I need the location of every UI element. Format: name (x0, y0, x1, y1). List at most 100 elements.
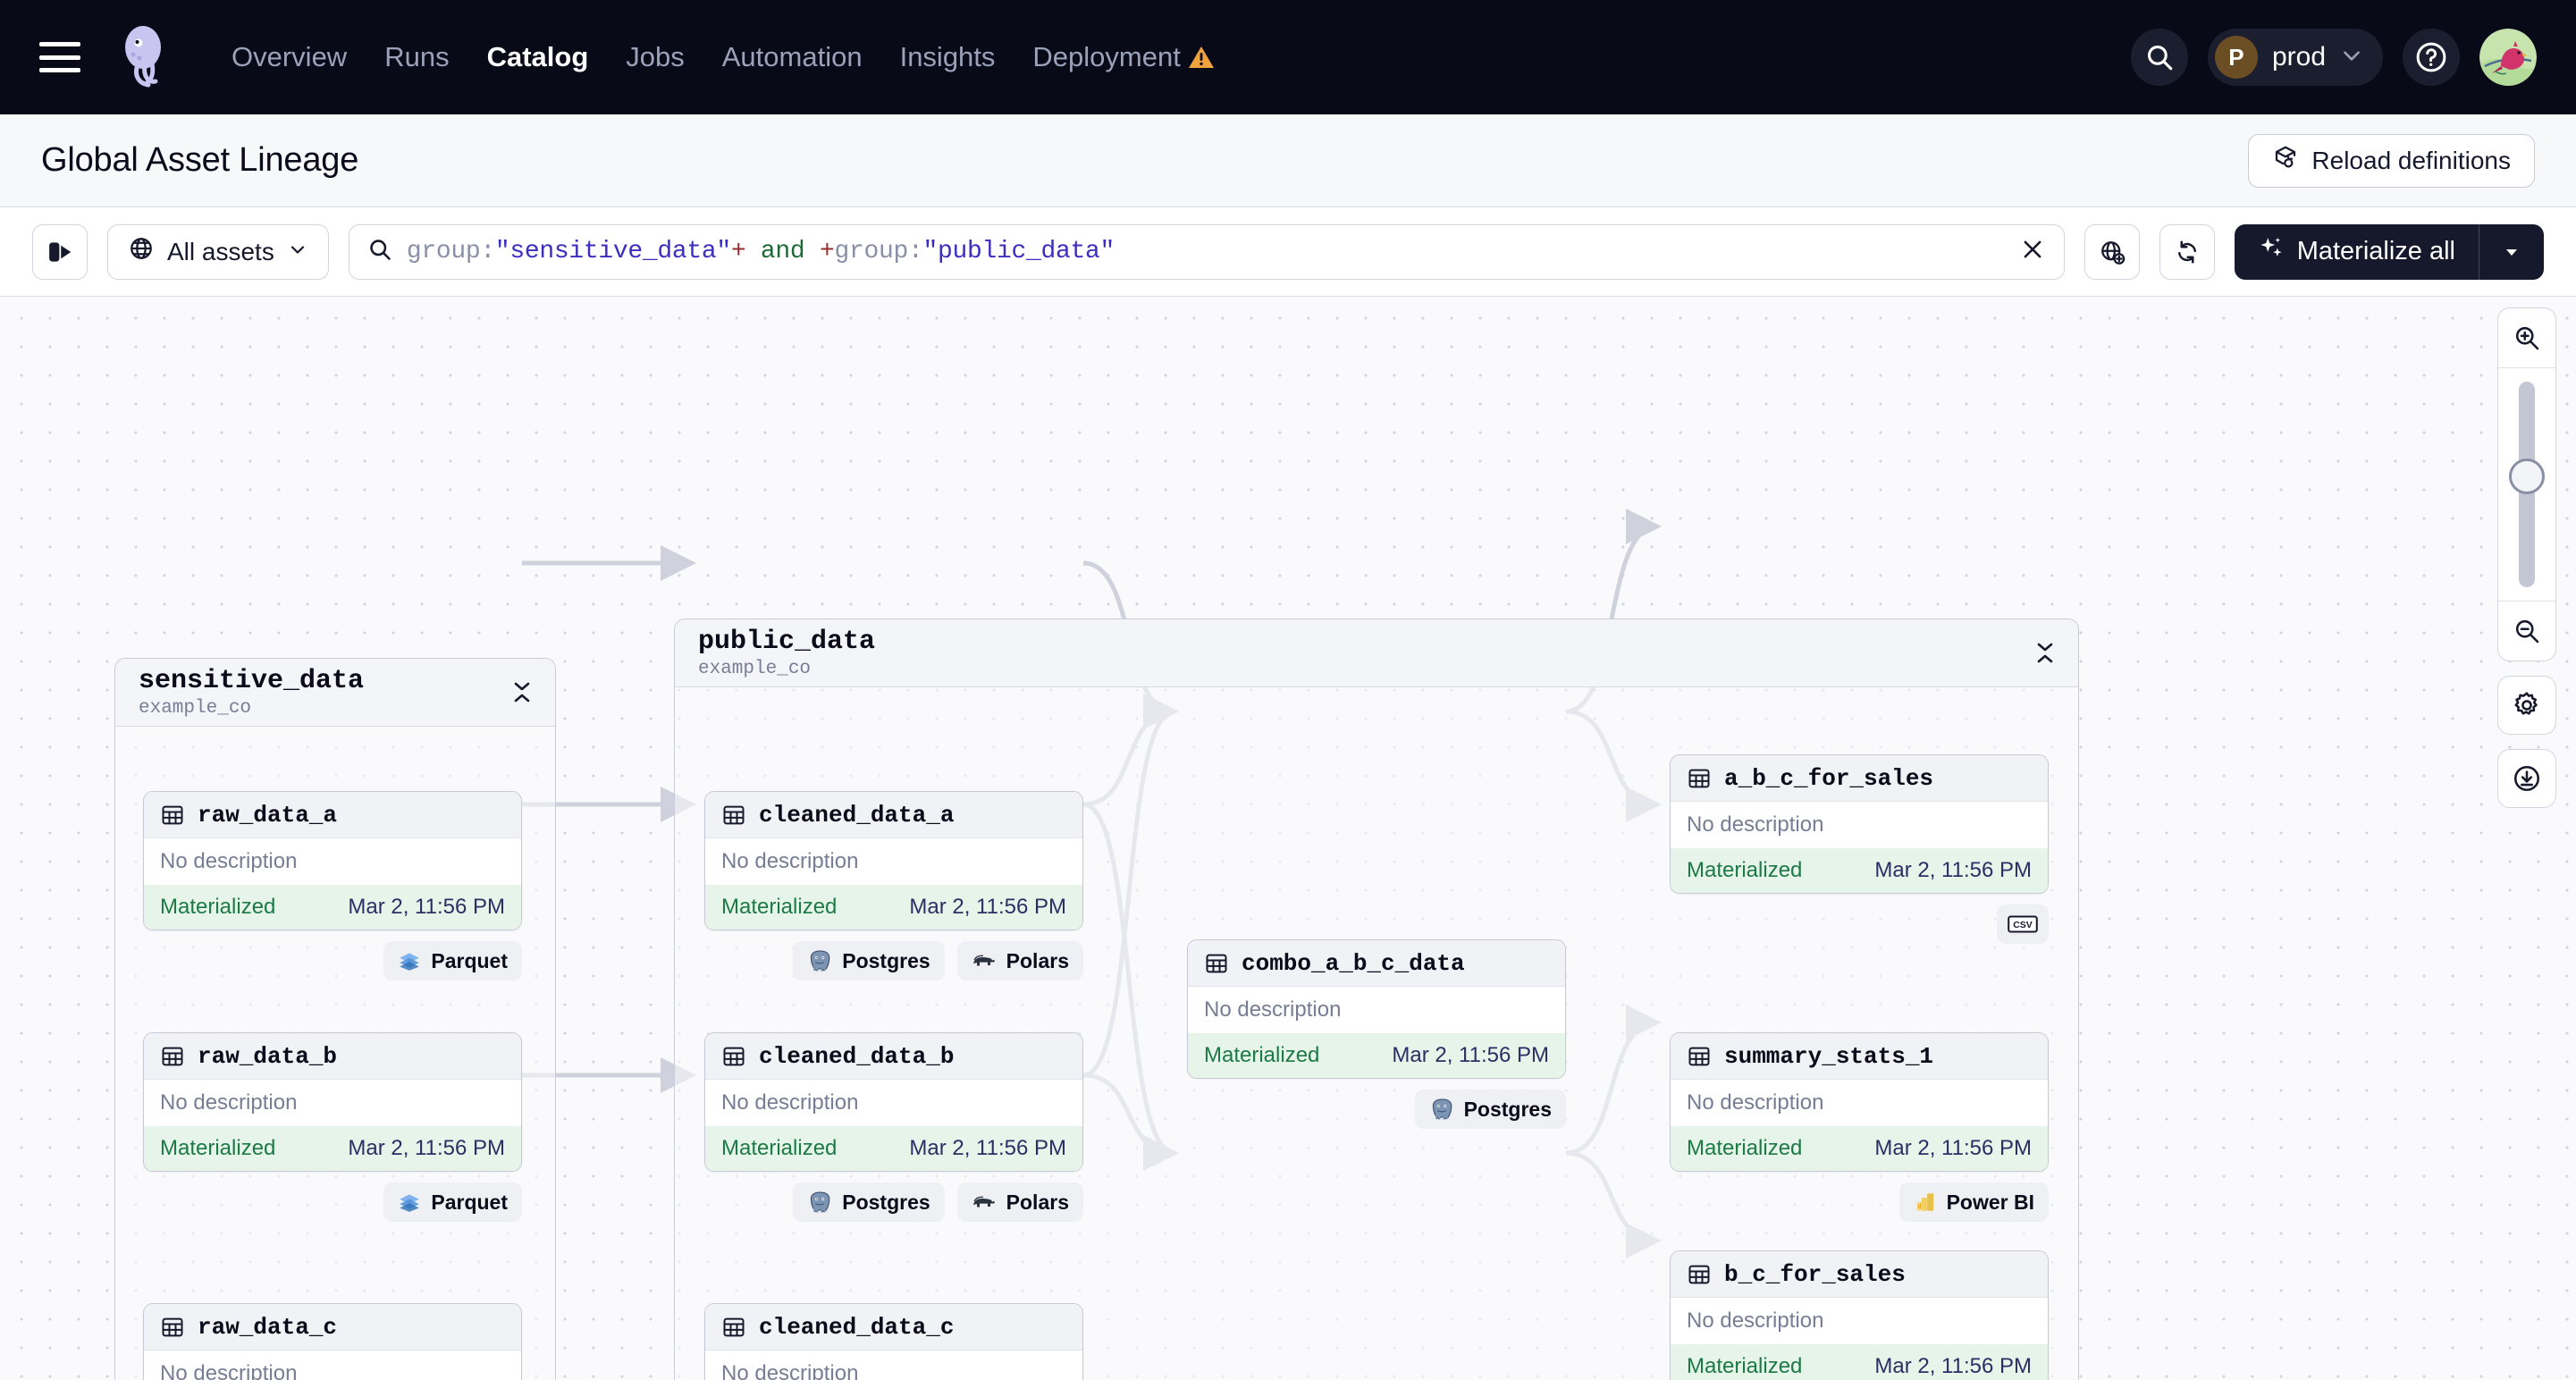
chevron-down-icon (2340, 44, 2363, 72)
asset-node-header: a_b_c_for_sales (1671, 755, 2048, 802)
badge-postgres[interactable]: Postgres (793, 941, 945, 980)
user-avatar[interactable] (2479, 29, 2537, 86)
asset-query-text: group:"sensitive_data"+ and +group:"publ… (407, 238, 1115, 265)
asset-node-name: cleaned_data_b (759, 1042, 955, 1070)
chevron-down-icon (287, 238, 308, 266)
warning-triangle-icon (1188, 45, 1215, 70)
badge-postgres[interactable]: Postgres (793, 1182, 945, 1222)
asset-scope-label: All assets (167, 237, 274, 265)
collapse-icon[interactable] (512, 681, 532, 703)
status-badge: Materialized (721, 895, 838, 919)
asset-node-header: raw_data_a (144, 792, 521, 838)
globe-plus-button[interactable] (2084, 223, 2140, 280)
clear-query-button[interactable] (2007, 236, 2046, 267)
nav-link-catalog[interactable]: Catalog (486, 41, 589, 72)
deployment-name: prod (2271, 42, 2326, 72)
asset-node-badges: Parquet (143, 1182, 522, 1222)
reload-definitions-button[interactable]: Reload definitions (2248, 133, 2535, 188)
query-token: group: (406, 238, 495, 265)
asset-node-badges: Parquet (143, 941, 522, 980)
asset-node-name: raw_data_b (198, 1042, 338, 1070)
materialize-dropdown-button[interactable] (2479, 241, 2544, 263)
nav-link-insights[interactable]: Insights (899, 41, 996, 72)
globe-icon (128, 235, 155, 268)
parquet-icon (400, 953, 420, 971)
dagster-logo-icon[interactable] (113, 24, 179, 90)
asset-node-description: No description (144, 1080, 521, 1126)
badge-parquet[interactable]: Parquet (383, 1182, 522, 1222)
status-badge: Materialized (160, 1136, 276, 1160)
collapse-icon[interactable] (2035, 642, 2055, 664)
badge-power-bi[interactable]: Power BI (1898, 1182, 2049, 1222)
zoom-slider-group (2497, 307, 2556, 661)
refresh-button[interactable] (2159, 223, 2215, 280)
badge-csv[interactable]: CSV (1997, 905, 2049, 944)
materialize-all-button[interactable]: Materialize all (2234, 223, 2544, 280)
postgres-icon (1432, 1098, 1452, 1120)
nav-link-deployment[interactable]: Deployment (1014, 41, 1233, 73)
search-icon (367, 237, 392, 266)
deployment-switcher[interactable]: P prod (2207, 29, 2383, 86)
zoom-slider-thumb[interactable] (2509, 458, 2545, 494)
csv-icon: CSV (2008, 915, 2038, 933)
zoom-out-button[interactable] (2498, 602, 2555, 661)
asset-node-description: No description (1671, 802, 2048, 848)
asset-node-description: No description (705, 1080, 1082, 1126)
asset-scope-selector[interactable]: All assets (107, 223, 329, 280)
badge-label: Power BI (1946, 1190, 2034, 1214)
divider (2498, 367, 2555, 368)
zoom-in-button[interactable] (2498, 308, 2555, 367)
asset-node-raw_data_c[interactable]: raw_data_cNo descriptionMaterializedMar … (143, 1303, 522, 1380)
materialize-all-main[interactable]: Materialize all (2235, 235, 2479, 269)
asset-group-subtitle: example_co (139, 698, 252, 719)
graph-settings-button[interactable] (2497, 676, 2556, 735)
hamburger-menu-icon[interactable] (39, 42, 80, 72)
status-badge: Materialized (1687, 1136, 1803, 1160)
badge-label: Postgres (1463, 1097, 1552, 1121)
badge-polars[interactable]: Polars (956, 1182, 1083, 1222)
asset-node-name: b_c_for_sales (1724, 1260, 1906, 1288)
primary-nav-links: Overview Runs Catalog Jobs Automation In… (213, 41, 1233, 73)
asset-node-header: cleaned_data_a (705, 792, 1082, 838)
help-button[interactable] (2403, 29, 2460, 86)
polars-icon (972, 955, 995, 966)
zoom-slider[interactable] (2498, 368, 2555, 601)
asset-node-badges: Postgres Polars (704, 1182, 1083, 1222)
asset-node-description: No description (144, 1351, 521, 1380)
asset-node-cleaned_data_c[interactable]: cleaned_data_cNo descriptionMaterialized… (704, 1303, 1083, 1380)
badge-polars[interactable]: Polars (956, 941, 1083, 980)
nav-link-runs[interactable]: Runs (384, 41, 450, 72)
asset-node-name: summary_stats_1 (1724, 1042, 1934, 1070)
badge-postgres[interactable]: Postgres (1414, 1090, 1566, 1129)
nav-link-jobs[interactable]: Jobs (626, 41, 685, 72)
global-search-button[interactable] (2130, 29, 2188, 86)
nav-link-overview[interactable]: Overview (232, 41, 348, 72)
sidebar-toggle-button[interactable] (32, 223, 88, 280)
badge-parquet[interactable]: Parquet (383, 941, 522, 980)
nav-link-automation[interactable]: Automation (721, 41, 863, 72)
asset-node-header: cleaned_data_c (705, 1304, 1082, 1351)
table-icon (162, 1317, 183, 1336)
asset-group-title: sensitive_data (139, 666, 365, 696)
asset-query-input[interactable]: group:"sensitive_data"+ and +group:"publ… (348, 223, 2065, 280)
reload-definitions-label: Reload definitions (2311, 146, 2511, 174)
download-graph-button[interactable] (2497, 749, 2556, 808)
nav-right-cluster: P prod (2130, 29, 2537, 86)
